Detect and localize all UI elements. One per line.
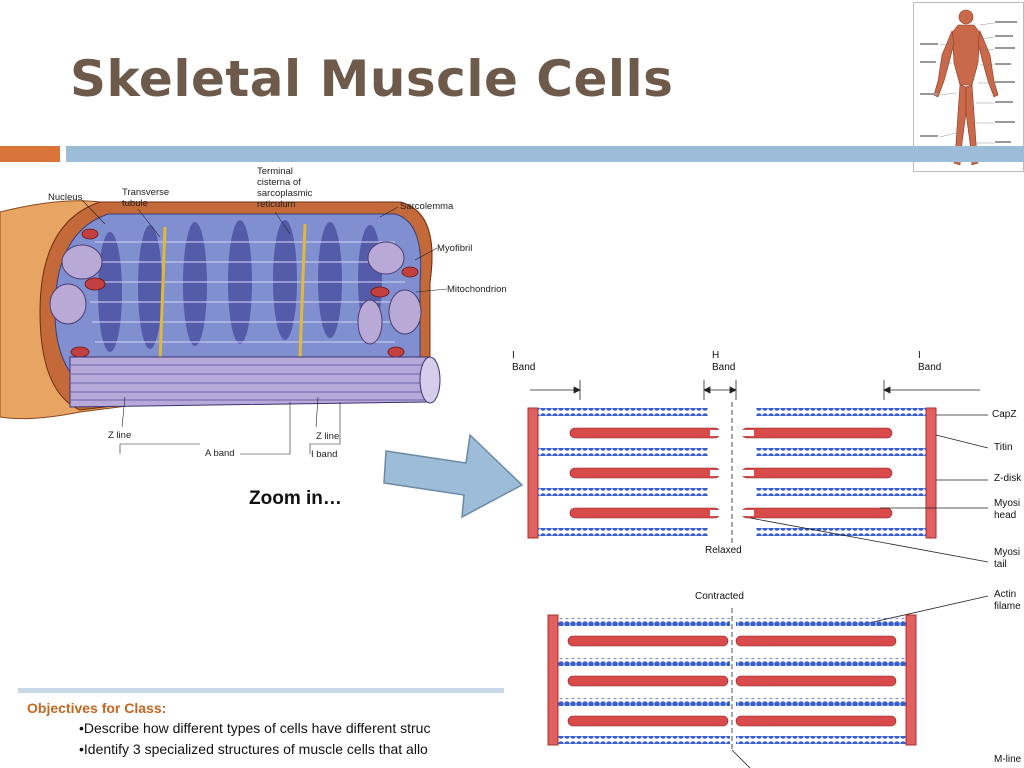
header-accent-orange: [0, 146, 60, 162]
label-capz: CapZ: [992, 409, 1017, 420]
label-nucleus: Nucleus: [48, 192, 83, 203]
label-sarcolemma: Sarcolemma: [400, 201, 454, 212]
label-myosin-head: Myosi head: [994, 498, 1021, 521]
label-mitochondrion: Mitochondrion: [447, 284, 507, 295]
sarcomere-diagram: [527, 380, 989, 768]
label-i-band: I band: [311, 449, 338, 460]
label-titin: Titin: [994, 442, 1013, 453]
human-muscle-anatomy-figure: [913, 2, 1024, 172]
header-accent-blue: [66, 146, 1024, 162]
muscle-cell-diagram: [0, 199, 448, 455]
label-relaxed: Relaxed: [705, 545, 742, 556]
objective-item-2: •Identify 3 specialized structures of mu…: [79, 741, 428, 757]
label-myofibril: Myofibril: [437, 243, 473, 254]
label-terminal-cisterna: Terminal cisterna of sarcoplasmic reticu…: [257, 166, 313, 210]
label-h-band: H Band: [712, 350, 736, 373]
zoom-caption: Zoom in…: [249, 488, 342, 509]
label-myosin-tail: Myosi tail: [994, 547, 1021, 570]
label-a-band: A band: [205, 448, 235, 459]
arrow-icon: [383, 433, 524, 519]
label-contracted: Contracted: [695, 591, 744, 602]
label-z-disk: Z-disk: [994, 473, 1022, 484]
label-z-line-right: Z line: [316, 431, 340, 442]
objectives-heading: Objectives for Class:: [27, 700, 167, 716]
objectives-divider: [18, 688, 504, 693]
label-actin-filament: Actin filame: [994, 589, 1021, 612]
label-i-band-left: I Band: [512, 350, 536, 373]
label-transverse-tubule: Transverse tubule: [122, 187, 170, 209]
objective-item-1: •Describe how different types of cells h…: [79, 720, 431, 736]
label-i-band-right: I Band: [918, 350, 942, 373]
label-m-line: M-line: [994, 754, 1022, 765]
label-z-line-left: Z line: [108, 430, 132, 441]
slide-title: Skeletal Muscle Cells: [70, 50, 674, 108]
